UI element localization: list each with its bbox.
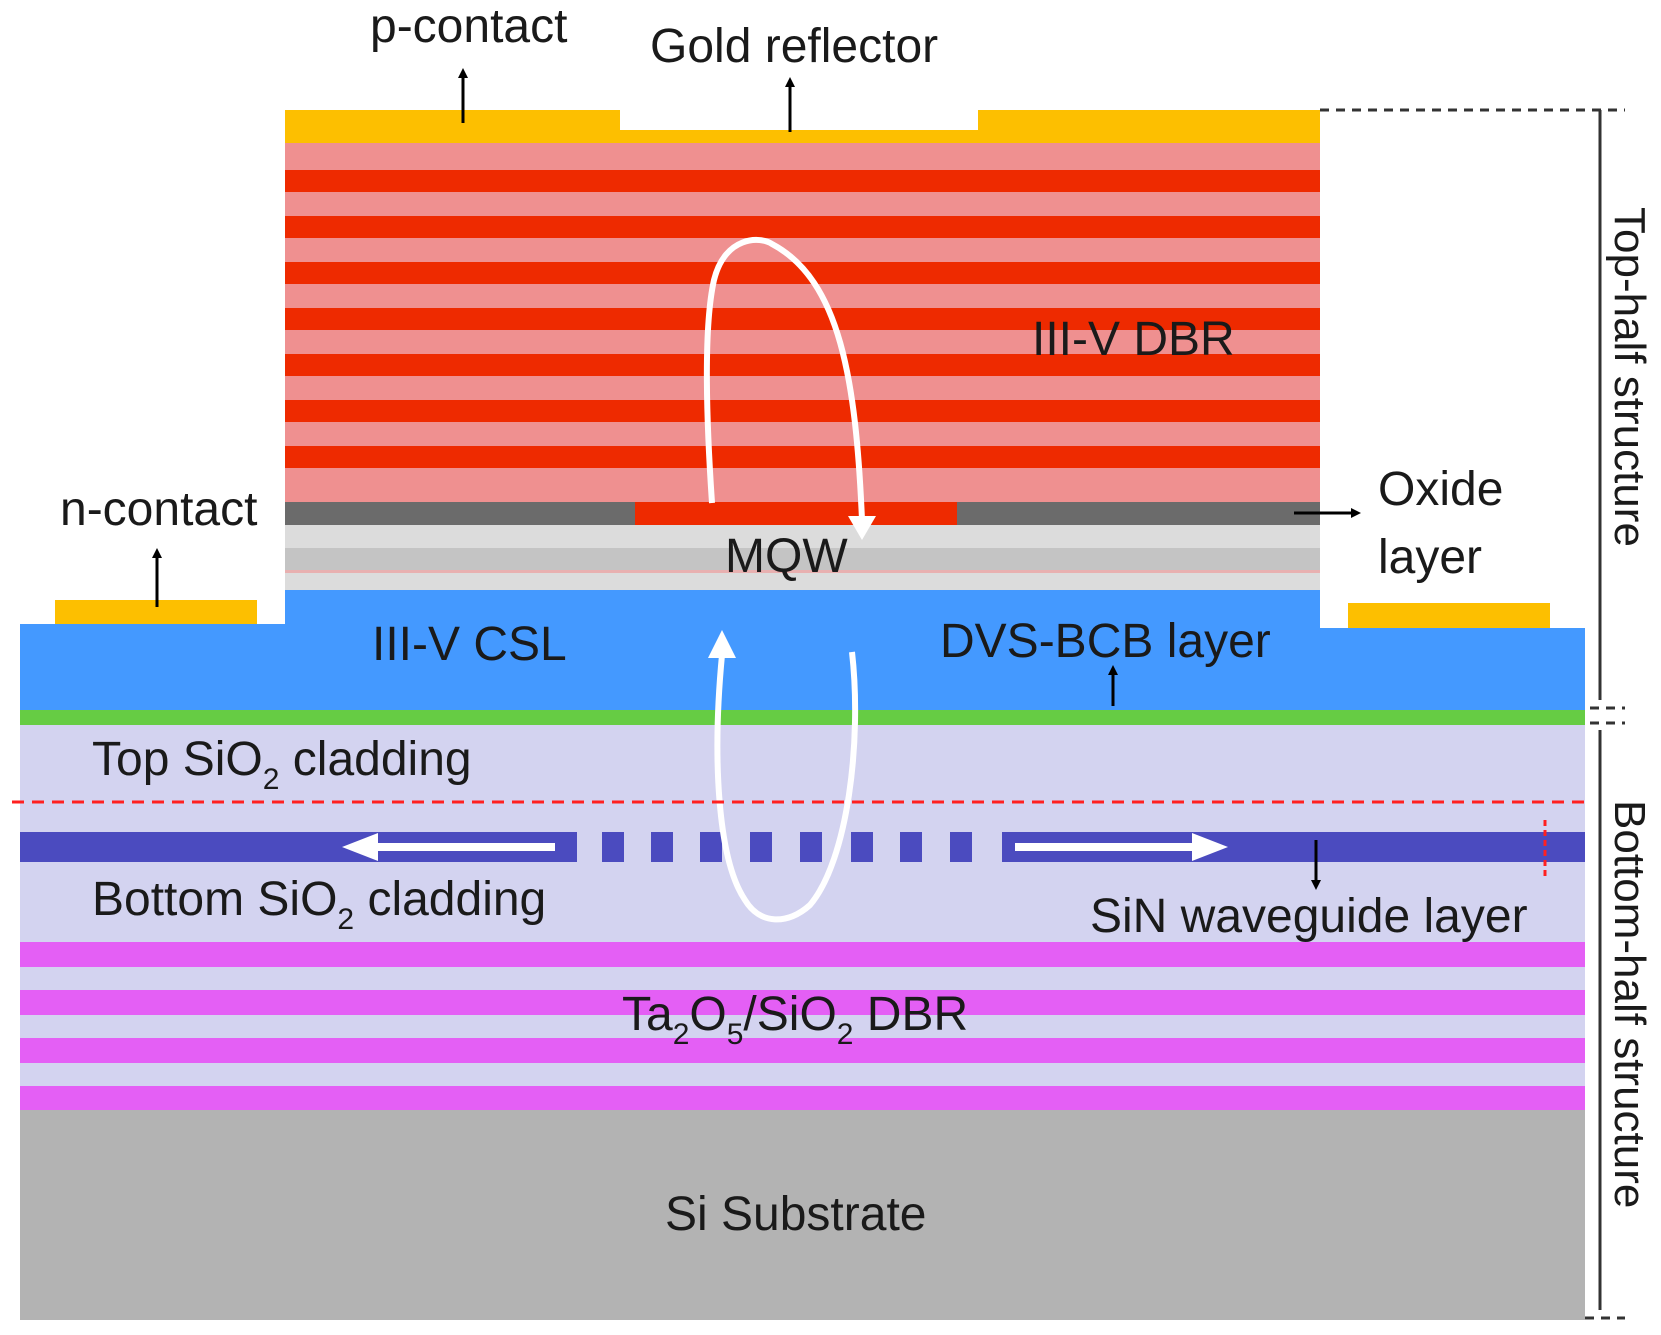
iii-v-dbr-label: III-V DBR bbox=[1032, 313, 1235, 366]
dvs-bcb-label: DVS-BCB layer bbox=[940, 615, 1271, 668]
p-contact-label: p-contact bbox=[370, 0, 567, 53]
gold-reflector-label: Gold reflector bbox=[650, 20, 938, 73]
mqw-layer bbox=[285, 525, 1320, 590]
sin-waveguide-label: SiN waveguide layer bbox=[1090, 890, 1528, 943]
top-cladding-label: Top SiO2 cladding bbox=[92, 733, 472, 796]
n-contact-right bbox=[1348, 603, 1550, 628]
ta2o5-dbr-label: Ta2O5/SiO2 DBR bbox=[622, 988, 968, 1051]
si-substrate bbox=[20, 1110, 1585, 1320]
gold-top bbox=[285, 110, 1320, 143]
iii-v-csl-label: III-V CSL bbox=[372, 618, 567, 671]
iii-v-dbr bbox=[285, 142, 1320, 502]
cavity-arrowheads bbox=[708, 516, 876, 658]
waveguide-arrows bbox=[342, 833, 1228, 861]
iii-v-csl bbox=[20, 590, 1585, 710]
bottom-half-structure-label: Bottom-half structure bbox=[1605, 800, 1654, 1208]
sin-waveguide bbox=[20, 832, 1585, 862]
cavity-mode-arrows bbox=[703, 236, 865, 923]
oxide-label-line2: layer bbox=[1378, 531, 1482, 584]
oxide-layer bbox=[285, 502, 1320, 525]
ta2o5-sio2-dbr bbox=[20, 940, 1585, 1110]
n-contact-label: n-contact bbox=[60, 483, 257, 536]
structure-brackets bbox=[1320, 108, 1625, 1320]
bottom-cladding-label: Bottom SiO2 cladding bbox=[92, 873, 546, 936]
oxide-label-line1: Oxide bbox=[1378, 463, 1503, 516]
mqw-label: MQW bbox=[725, 530, 848, 583]
top-half-structure-label: Top-half structure bbox=[1605, 207, 1654, 547]
si-substrate-label: Si Substrate bbox=[665, 1188, 926, 1241]
dvs-bcb-layer bbox=[20, 710, 1585, 725]
annotation-arrows bbox=[152, 68, 1361, 890]
